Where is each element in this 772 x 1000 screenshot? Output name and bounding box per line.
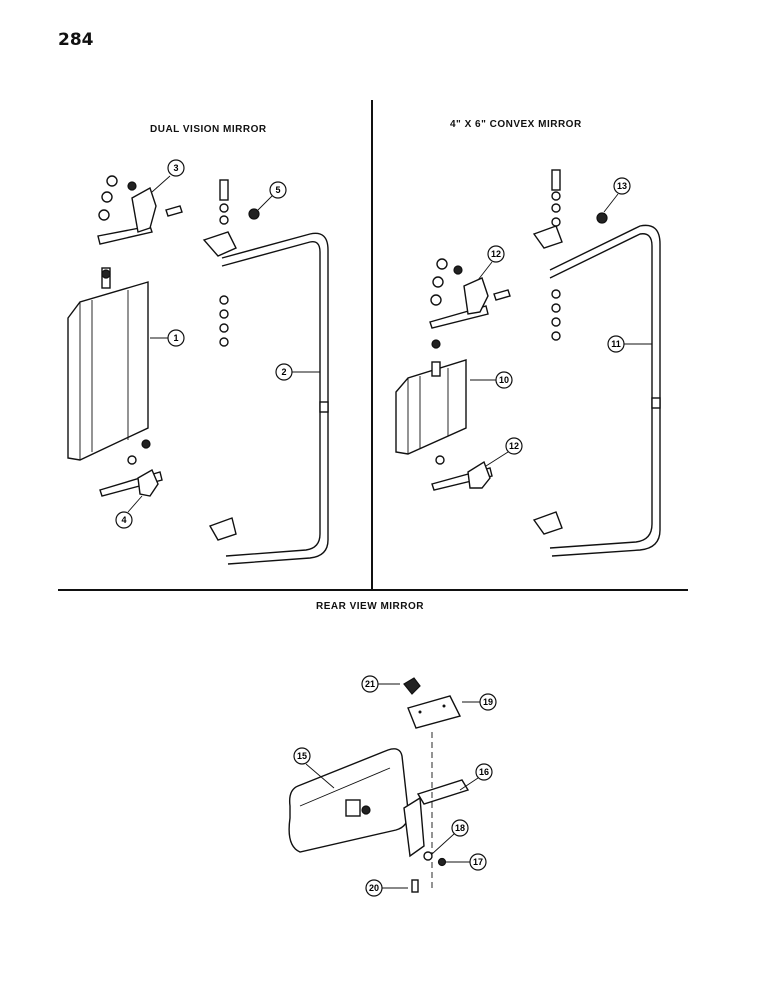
callout-1-label: 1 [173, 333, 178, 343]
callout-12-lower-label: 12 [509, 441, 519, 451]
callout-19-label: 19 [483, 697, 493, 707]
dual-vision-mirror-head [67, 267, 149, 461]
callout-11: 11 [607, 335, 652, 353]
dual-vision-lower-bracket [99, 439, 163, 497]
convex-arm [532, 169, 661, 557]
dual-vision-arm [202, 179, 329, 565]
rear-view-top-plate [403, 677, 462, 729]
convex-upper-bracket [429, 258, 511, 329]
callout-11-label: 11 [611, 339, 621, 349]
rear-view-mirror-head [288, 748, 409, 853]
callout-5: 5 [257, 181, 287, 211]
callout-16-label: 16 [479, 767, 489, 777]
section-title-convex: 4" X 6" CONVEX MIRROR [450, 119, 582, 130]
section-title-rear-view: REAR VIEW MIRROR [316, 601, 424, 612]
callout-12-upper: 12 [477, 245, 505, 281]
callout-18: 18 [431, 819, 469, 855]
callout-3-label: 3 [173, 163, 178, 173]
callout-19: 19 [462, 693, 497, 711]
callout-2-label: 2 [281, 367, 286, 377]
callout-12-lower: 12 [485, 437, 523, 467]
dual-vision-upper-bracket [97, 175, 183, 245]
convex-mirror-head [395, 339, 467, 455]
callout-16: 16 [459, 763, 493, 791]
callout-2: 2 [275, 363, 320, 381]
rear-view-bracket [403, 732, 470, 893]
callout-21: 21 [361, 675, 400, 693]
callout-1: 1 [150, 329, 185, 347]
callout-18-label: 18 [455, 823, 465, 833]
callout-17-label: 17 [473, 857, 483, 867]
callout-10: 10 [470, 371, 513, 389]
callout-10-label: 10 [499, 375, 509, 385]
callout-20-label: 20 [369, 883, 379, 893]
page-number: 284 [58, 30, 94, 50]
callout-15-label: 15 [297, 751, 307, 761]
callout-21-label: 21 [365, 679, 375, 689]
callout-17: 17 [446, 853, 487, 871]
callout-3: 3 [151, 159, 185, 193]
callout-20: 20 [365, 879, 408, 897]
callout-12-upper-label: 12 [491, 249, 501, 259]
section-title-dual-vision: DUAL VISION MIRROR [150, 124, 267, 135]
callout-13-label: 13 [617, 181, 627, 191]
callout-5-label: 5 [275, 185, 280, 195]
callout-15: 15 [293, 747, 335, 789]
callout-4-label: 4 [121, 515, 126, 525]
callout-13: 13 [603, 177, 631, 213]
callout-4: 4 [115, 495, 143, 529]
convex-lower-bracket [431, 455, 493, 491]
